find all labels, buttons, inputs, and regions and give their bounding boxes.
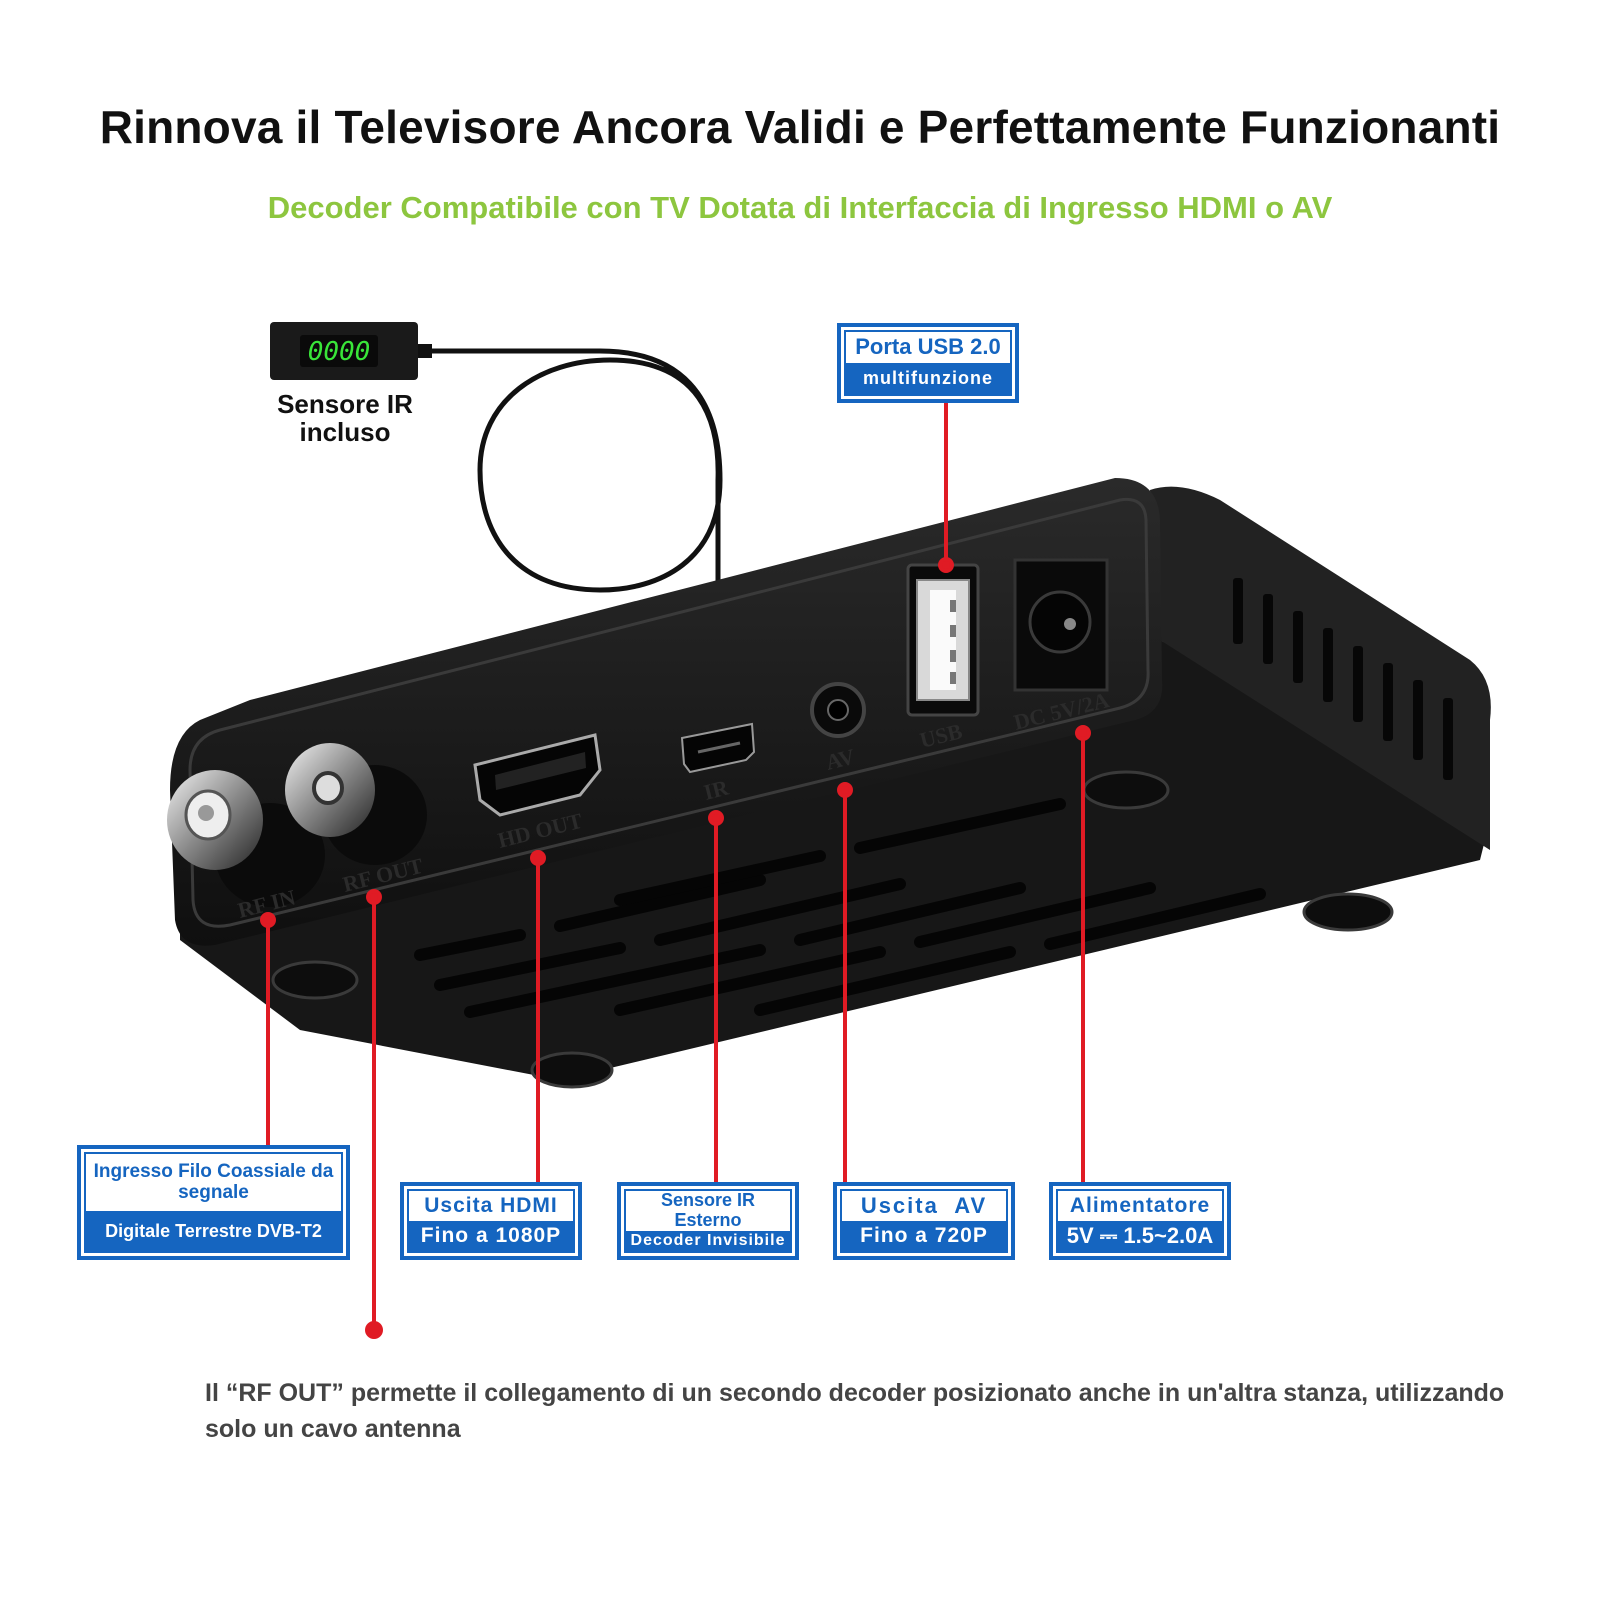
- callout-rf-in-title: Ingresso Filo Coassiale da segnale: [86, 1154, 341, 1211]
- callout-ir-title: Sensore IR Esterno: [626, 1190, 790, 1231]
- callout-rf-in: Ingresso Filo Coassiale da segnale Digit…: [77, 1145, 350, 1260]
- callout-av: Uscita AV Fino a 720P: [833, 1182, 1015, 1260]
- callout-ir-subtitle: Decoder Invisibile: [626, 1230, 790, 1251]
- callout-av-subtitle: Fino a 720P: [842, 1221, 1006, 1251]
- callout-av-title: Uscita AV: [842, 1191, 1006, 1221]
- rf-in-connector: [167, 770, 325, 907]
- rf-out-connector: [285, 743, 427, 865]
- ir-port: [680, 722, 756, 774]
- subheadline: Decoder Compatibile con TV Dotata di Int…: [267, 190, 1333, 225]
- callout-rf-in-subtitle: Digitale Terrestre DVB-T2: [86, 1211, 341, 1251]
- callout-power: Alimentatore 5V ⎓ 1.5~2.0A: [1049, 1182, 1231, 1260]
- ir-sensor-display: 0000: [308, 337, 371, 367]
- decoder-device: RF IN RF OUT HD OUT IR AV USB DC 5V/2A: [167, 478, 1491, 1089]
- usb-port: [906, 563, 980, 717]
- callout-power-subtitle: 5V ⎓ 1.5~2.0A: [1058, 1221, 1222, 1251]
- callout-usb: Porta USB 2.0 multifunzione: [837, 323, 1019, 403]
- callout-power-title: Alimentatore: [1058, 1191, 1222, 1221]
- callout-usb-subtitle: multifunzione: [846, 363, 1010, 394]
- hdmi-port: [473, 733, 602, 817]
- callout-hdmi: Uscita HDMI Fino a 1080P: [400, 1182, 582, 1260]
- dc-power-jack: [1013, 558, 1109, 692]
- callout-hdmi-subtitle: Fino a 1080P: [409, 1221, 573, 1251]
- ir-cable: [432, 348, 723, 620]
- av-jack: [810, 682, 866, 738]
- callout-ir: Sensore IR Esterno Decoder Invisibile: [617, 1182, 799, 1260]
- rf-out-note: Il “RF OUT” permette il collegamento di …: [205, 1379, 1505, 1443]
- ir-sensor-label: Sensore IR incluso: [277, 389, 413, 447]
- callout-hdmi-title: Uscita HDMI: [409, 1191, 573, 1221]
- headline: Rinnova il Televisore Ancora Validi e Pe…: [99, 101, 1501, 153]
- leader-lines: [260, 400, 1091, 1339]
- callout-usb-title: Porta USB 2.0: [846, 332, 1010, 363]
